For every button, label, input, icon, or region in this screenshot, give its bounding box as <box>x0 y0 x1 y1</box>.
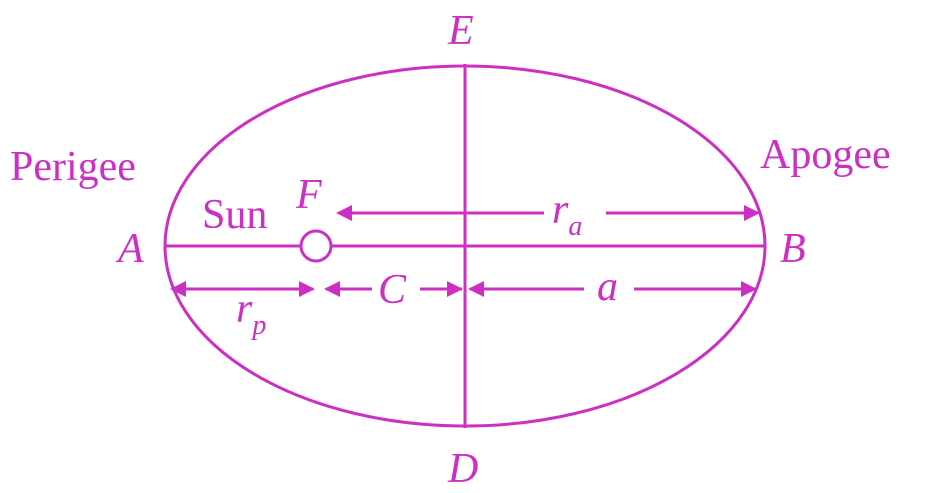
c-label: C <box>378 267 407 313</box>
perigee-label: Perigee <box>10 144 136 190</box>
r-a-label: ra <box>552 187 582 242</box>
apogee-label: Apogee <box>760 132 891 178</box>
r-p-label: rp <box>236 286 266 341</box>
point-a-label: A <box>115 226 144 272</box>
point-b-label: B <box>780 226 806 272</box>
sun-circle <box>299 229 333 263</box>
point-d-label: D <box>447 446 478 492</box>
point-e-label: E <box>447 8 474 54</box>
sun-label: Sun <box>202 192 267 238</box>
focus-label: F <box>295 172 322 218</box>
arrowheads <box>170 205 760 297</box>
a-label: a <box>597 264 618 310</box>
